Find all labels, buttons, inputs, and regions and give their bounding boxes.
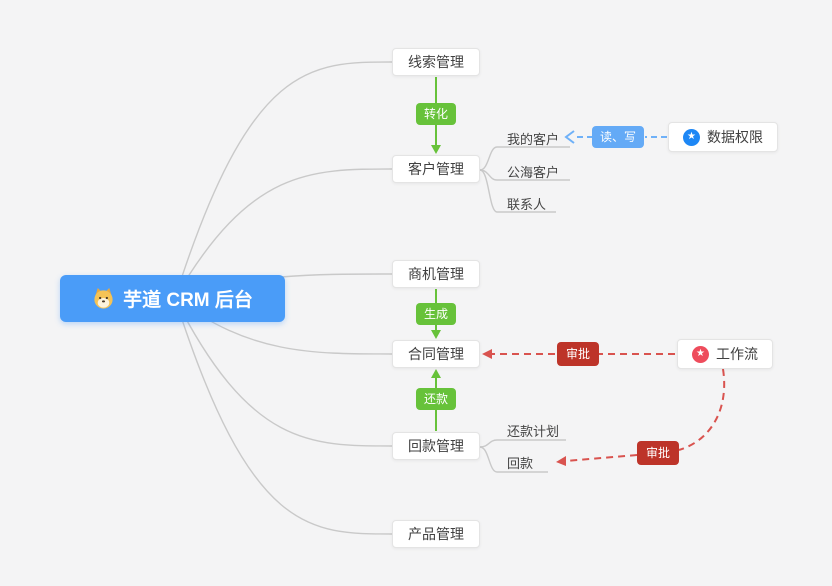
dashed-workflow-curve-down [678, 368, 726, 451]
data-permission-star-icon: ★ [683, 128, 700, 146]
node-workflow[interactable]: ★ 工作流 [677, 339, 773, 369]
subitem-repayment-plan[interactable]: 还款计划 [507, 421, 559, 440]
node-workflow-label: 工作流 [716, 346, 758, 362]
node-product[interactable]: 产品管理 [392, 520, 480, 548]
link-root-leads [174, 61, 393, 299]
arrow-read-write-head [564, 130, 575, 144]
node-data-permission-label: 数据权限 [707, 129, 763, 145]
subitem-repayment-plan-label: 还款计划 [507, 424, 560, 439]
subitem-repayment-label: 回款 [507, 456, 534, 471]
subitem-public-customers-label: 公海客户 [507, 165, 560, 180]
subitem-repayment[interactable]: 回款 [507, 453, 533, 472]
dog-logo-icon [92, 287, 115, 310]
link-root-customer [174, 168, 393, 299]
link-receivable-plan [479, 439, 566, 448]
node-customer-label: 客户管理 [408, 161, 464, 177]
arrow-leads-to-customer-head [431, 145, 441, 154]
workflow-star-icon: ★ [692, 345, 709, 363]
node-receivable[interactable]: 回款管理 [392, 432, 480, 460]
edge-label-read-write: 读、写 [591, 126, 645, 148]
arrow-approve-contract-head [482, 349, 492, 359]
link-customer-contacts [479, 169, 556, 213]
node-product-label: 产品管理 [408, 526, 464, 542]
link-customer-my [479, 146, 570, 171]
edge-label-generate: 生成 [415, 303, 457, 325]
subitem-my-customers[interactable]: 我的客户 [507, 129, 559, 148]
root-node-label: 芋道 CRM 后台 [123, 290, 253, 311]
subitem-public-customers[interactable]: 公海客户 [507, 162, 559, 181]
subitem-contacts-label: 联系人 [507, 197, 547, 212]
edge-label-repay: 还款 [415, 388, 457, 410]
link-root-receivable [174, 297, 393, 447]
link-receivable-repay [479, 446, 548, 473]
edge-label-convert: 转化 [415, 103, 457, 125]
link-root-product [174, 297, 393, 535]
subitem-my-customers-label: 我的客户 [507, 132, 560, 147]
subitem-contacts[interactable]: 联系人 [507, 194, 546, 213]
node-leads[interactable]: 线索管理 [392, 48, 480, 76]
node-opportunity[interactable]: 商机管理 [392, 260, 480, 288]
edge-label-approve-contract: 审批 [556, 342, 600, 366]
node-data-permission[interactable]: ★ 数据权限 [668, 122, 778, 152]
node-receivable-label: 回款管理 [408, 438, 464, 454]
dashed-approve-to-repay [565, 454, 638, 462]
arrow-receivable-to-contract-head [431, 369, 441, 378]
node-customer[interactable]: 客户管理 [392, 155, 480, 183]
node-opportunity-label: 商机管理 [408, 266, 464, 282]
root-node-crm-admin[interactable]: 芋道 CRM 后台 [60, 275, 285, 322]
arrow-opportunity-to-contract-head [431, 330, 441, 339]
edge-label-approve-receivable: 审批 [636, 441, 680, 465]
node-contract-label: 合同管理 [408, 346, 464, 362]
arrow-approve-repay-head [556, 456, 566, 466]
node-contract[interactable]: 合同管理 [392, 340, 480, 368]
node-leads-label: 线索管理 [408, 54, 464, 70]
